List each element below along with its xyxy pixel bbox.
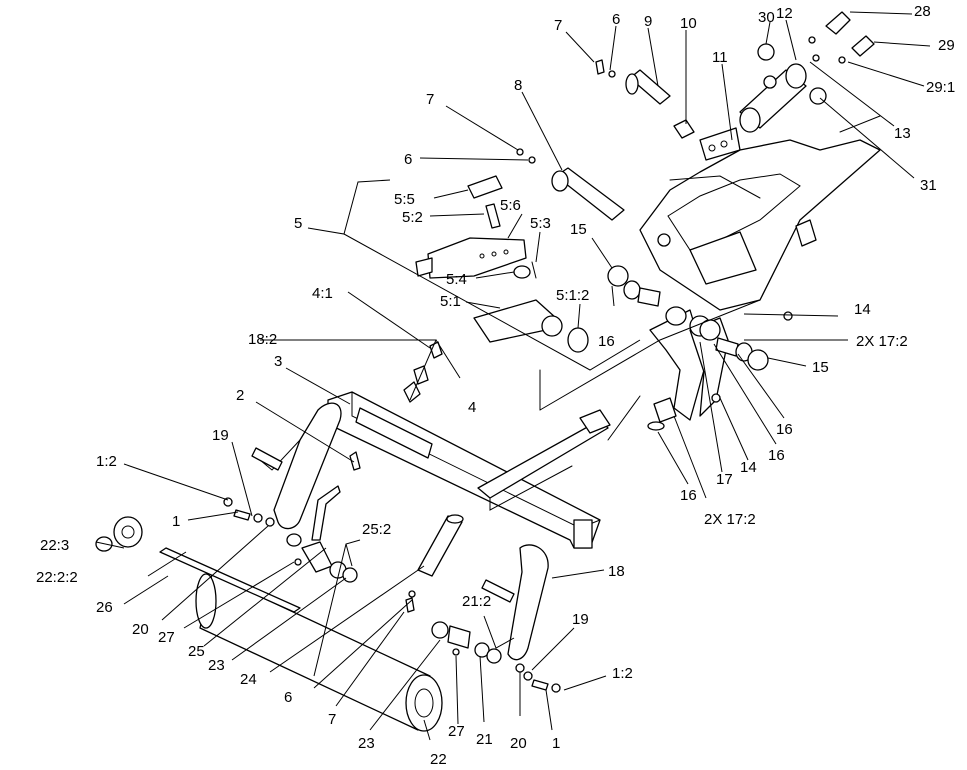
callout-22: 22 <box>430 751 447 768</box>
callout-5-1-2: 5:1:2 <box>556 287 589 304</box>
callout-5-1: 5:1 <box>440 293 461 310</box>
pivot-frame <box>639 139 881 321</box>
callout-2x-17-2a: 2X 17:2 <box>856 333 908 350</box>
callout-2x-17-2b: 2X 17:2 <box>704 511 756 528</box>
callout-24: 24 <box>240 671 257 688</box>
callout-20b: 20 <box>510 735 527 752</box>
callout-7b: 7 <box>426 91 434 108</box>
callout-labels: 28 6 7 9 10 30 12 29 11 29:1 8 7 13 6 31… <box>36 3 955 768</box>
callout-1a: 1 <box>172 513 180 530</box>
callout-16a: 16 <box>598 333 615 350</box>
callout-4-1: 4:1 <box>312 285 333 302</box>
callout-18-2: 18:2 <box>248 331 277 348</box>
callout-5-3: 5:3 <box>530 215 551 232</box>
hydraulic-cylinder <box>739 63 807 133</box>
lower-bolt-nut <box>405 590 416 613</box>
callout-21: 21 <box>476 731 493 748</box>
upper-bolts <box>516 59 616 164</box>
callout-1-2a: 1:2 <box>96 453 117 470</box>
callout-19a: 19 <box>212 427 229 444</box>
spring-assembly <box>403 341 443 403</box>
callout-21-2: 21:2 <box>462 593 491 610</box>
lower-bushing <box>647 397 677 431</box>
callout-14a: 14 <box>854 301 871 318</box>
callout-23a: 23 <box>208 657 225 674</box>
callout-14b: 14 <box>740 459 757 476</box>
callout-20a: 20 <box>132 621 149 638</box>
callout-7a: 7 <box>554 17 562 34</box>
mount-plate <box>415 237 527 279</box>
callout-16c: 16 <box>768 447 785 464</box>
right-bushing-stack <box>699 319 769 403</box>
callout-5-6: 5:6 <box>500 197 521 214</box>
right-side-arm <box>481 544 549 661</box>
callout-25-2: 25:2 <box>362 521 391 538</box>
callout-18: 18 <box>608 563 625 580</box>
small-pin <box>673 119 695 139</box>
callout-29: 29 <box>938 37 955 54</box>
callout-15b: 15 <box>812 359 829 376</box>
callout-7c: 7 <box>328 711 336 728</box>
small-mount-parts <box>467 175 537 279</box>
pivot-bracket <box>649 306 729 421</box>
callout-6c: 6 <box>284 689 292 706</box>
main-frame-tube <box>327 391 611 549</box>
roller-bearing-parts <box>95 516 143 552</box>
callout-16d: 16 <box>680 487 697 504</box>
clevis-pin <box>625 69 671 105</box>
callout-9: 9 <box>644 13 652 30</box>
left-hardware-stack <box>223 497 358 583</box>
callout-11: 11 <box>712 49 728 66</box>
callout-19b: 19 <box>572 611 589 628</box>
right-hardware-stack <box>431 621 561 693</box>
callout-27a: 27 <box>158 629 175 646</box>
callout-8: 8 <box>514 77 522 94</box>
callout-12: 12 <box>776 5 793 22</box>
callout-17: 17 <box>716 471 733 488</box>
callout-1b: 1 <box>552 735 560 752</box>
callout-6b: 6 <box>404 151 412 168</box>
callout-22-2-2: 22:2:2 <box>36 569 78 586</box>
callout-30: 30 <box>758 9 775 26</box>
callout-1-2b: 1:2 <box>612 665 633 682</box>
rear-roller <box>195 573 443 732</box>
callout-6a: 6 <box>612 11 620 28</box>
callout-26: 26 <box>96 599 113 616</box>
long-pin <box>551 167 625 221</box>
callout-4: 4 <box>468 399 476 416</box>
callout-27b: 27 <box>448 723 465 740</box>
parts-drawing <box>95 11 881 732</box>
bracket-assembly <box>473 299 563 343</box>
callout-16b: 16 <box>776 421 793 438</box>
callout-28: 28 <box>914 3 931 20</box>
callout-15a: 15 <box>570 221 587 238</box>
callout-25: 25 <box>188 643 205 660</box>
callout-23b: 23 <box>358 735 375 752</box>
centre-lines <box>539 115 881 441</box>
upper-bushing-stack <box>567 265 661 353</box>
callout-3: 3 <box>274 353 282 370</box>
hydraulic-fittings <box>808 11 875 64</box>
leader-lines <box>95 11 931 741</box>
lift-link <box>311 485 341 541</box>
callout-5-5: 5:5 <box>394 191 415 208</box>
callout-29-1: 29:1 <box>926 79 955 96</box>
callout-5: 5 <box>294 215 302 232</box>
roller-shaft <box>159 547 301 613</box>
callout-13: 13 <box>894 125 911 142</box>
callout-5-2: 5:2 <box>402 209 423 226</box>
callout-5-4: 5:4 <box>446 271 467 288</box>
callout-31: 31 <box>920 177 937 194</box>
callout-22-3: 22:3 <box>40 537 69 554</box>
hitch-tube <box>417 514 464 577</box>
callout-10: 10 <box>680 15 697 32</box>
callout-2: 2 <box>236 387 244 404</box>
pin-2 <box>349 451 361 471</box>
left-side-arm <box>251 402 342 530</box>
